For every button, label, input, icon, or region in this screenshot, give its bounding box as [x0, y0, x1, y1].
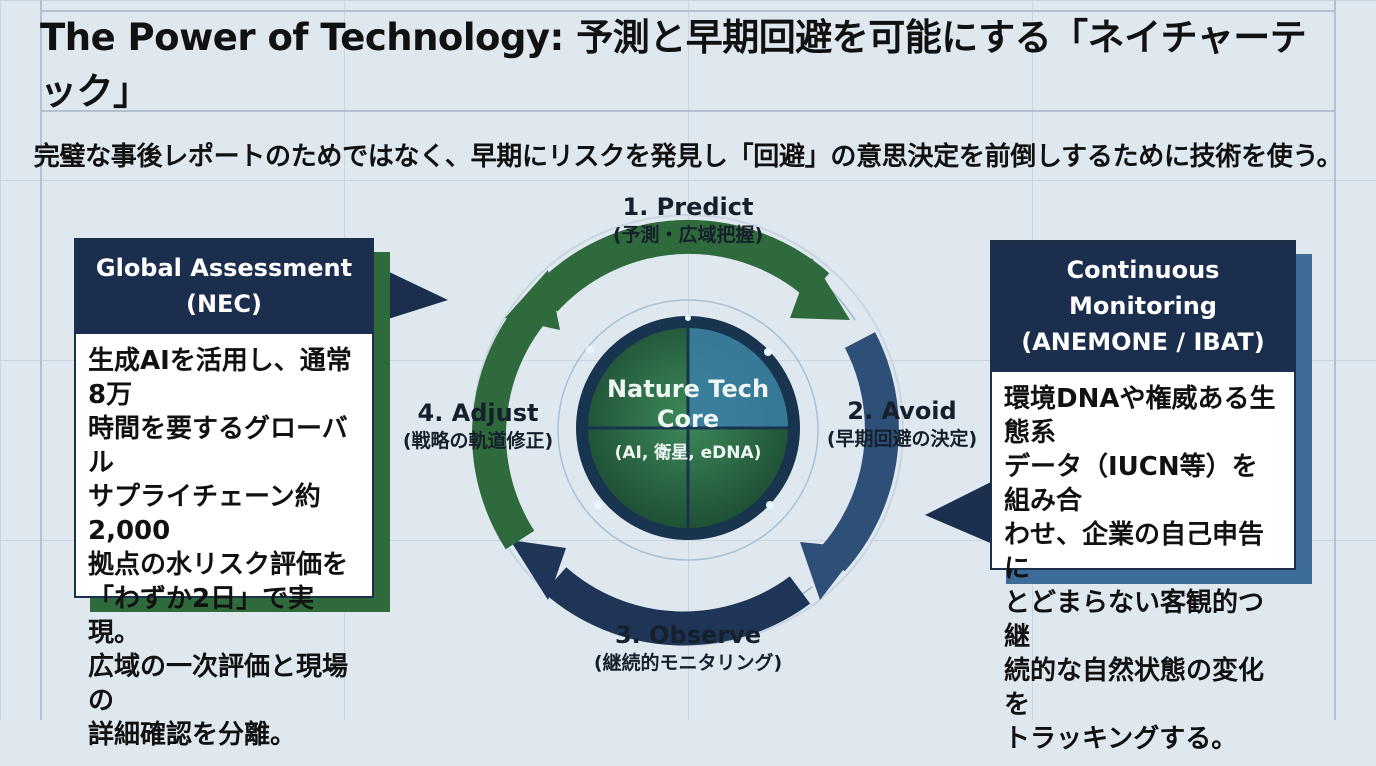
step-adjust-sub: (戦略の軌道修正) — [402, 430, 554, 452]
step-avoid-title: 2. Avoid — [847, 397, 957, 425]
page-frame — [40, 0, 1336, 720]
right-box-line: 環境DNAや権威ある生態系 — [1004, 384, 1276, 448]
right-box-line: わせ、企業の自己申告に — [1004, 520, 1265, 584]
left-box-header: Global Assessment (NEC) — [76, 240, 372, 334]
step-avoid: 2. Avoid (早期回避の決定) — [812, 396, 992, 452]
step-observe: 3. Observe (継続的モニタリング) — [558, 620, 818, 676]
step-predict-title: 1. Predict — [622, 193, 754, 221]
step-avoid-sub: (早期回避の決定) — [826, 428, 978, 450]
step-adjust-title: 4. Adjust — [417, 399, 539, 427]
left-box-line: 時間を要するグローバル — [88, 414, 348, 478]
right-box-header: Continuous Monitoring (ANEMONE / IBAT) — [992, 242, 1294, 372]
left-box-header-line1: Global Assessment — [95, 254, 353, 282]
left-box-pointer — [385, 270, 448, 320]
left-box-header-line2: (NEC) — [185, 290, 263, 318]
right-box-line: とどまらない客観的つ継 — [1004, 588, 1265, 652]
arrow-avoid-head — [800, 542, 860, 600]
right-box-line: 続的な自然状態の変化を — [1004, 656, 1265, 720]
right-box-pointer — [925, 480, 995, 545]
left-box-body: 生成AIを活用し、通常8万 時間を要するグローバル サプライチェーン約2,000… — [76, 334, 372, 762]
core-quadrant — [688, 328, 788, 428]
page-subtitle: 完璧な事後レポートのためではなく、早期にリスクを発見し「回避」の意思決定を前倒し… — [33, 142, 1343, 172]
left-box-line: サプライチェーン約2,000 — [88, 482, 321, 546]
arrow-adjust — [472, 304, 544, 550]
core-line3: (AI, 衛星, eDNA) — [614, 443, 762, 463]
right-box-header-line1: Continuous Monitoring — [1066, 256, 1220, 320]
step-adjust: 4. Adjust (戦略の軌道修正) — [388, 398, 568, 454]
step-predict-sub: (予測・広域把握) — [612, 224, 764, 246]
left-info-box: Global Assessment (NEC) 生成AIを活用し、通常8万 時間… — [74, 238, 374, 750]
arrow-observe-head — [510, 540, 566, 600]
sparkle — [586, 346, 594, 354]
cycle-diagram — [385, 214, 995, 646]
sparkle — [764, 348, 772, 356]
step-predict: 1. Predict (予測・広域把握) — [568, 192, 808, 248]
core-label: Nature Tech Core (AI, 衛星, eDNA) — [600, 374, 776, 466]
right-info-box: Continuous Monitoring (ANEMONE / IBAT) 環… — [990, 240, 1296, 754]
right-box-line: データ（IUCN等）を組み合 — [1004, 452, 1258, 516]
left-box-line: 「わずか2日」で実現。 — [88, 584, 315, 648]
arrow-predict — [532, 219, 830, 312]
right-box-body: 環境DNAや権威ある生態系 データ（IUCN等）を組み合 わせ、企業の自己申告に… — [992, 372, 1294, 766]
sparkle — [685, 315, 691, 321]
orbit-ring-inner — [557, 299, 819, 561]
step-observe-sub: (継続的モニタリング) — [593, 652, 783, 674]
left-box-line: 拠点の水リスク評価を — [88, 550, 349, 580]
arrow-observe — [543, 567, 811, 646]
core-line2: Core — [656, 405, 720, 433]
arrow-adjust-head — [505, 270, 560, 330]
step-observe-title: 3. Observe — [614, 621, 762, 649]
sparkle — [766, 501, 774, 509]
left-box-line: 広域の一次評価と現場の — [88, 652, 349, 716]
left-box-line: 詳細確認を分離。 — [88, 720, 297, 750]
sparkle — [594, 501, 602, 509]
arrow-predict-head — [790, 258, 850, 320]
page-title: The Power of Technology: 予測と早期回避を可能にする「ネ… — [40, 10, 1336, 113]
core-line1: Nature Tech — [606, 375, 770, 403]
left-box-line: 生成AIを活用し、通常8万 — [88, 346, 352, 410]
arrow-avoid — [819, 332, 899, 572]
right-box-header-line2: (ANEMONE / IBAT) — [1021, 328, 1265, 356]
right-box-line: トラッキングする。 — [1004, 724, 1238, 754]
